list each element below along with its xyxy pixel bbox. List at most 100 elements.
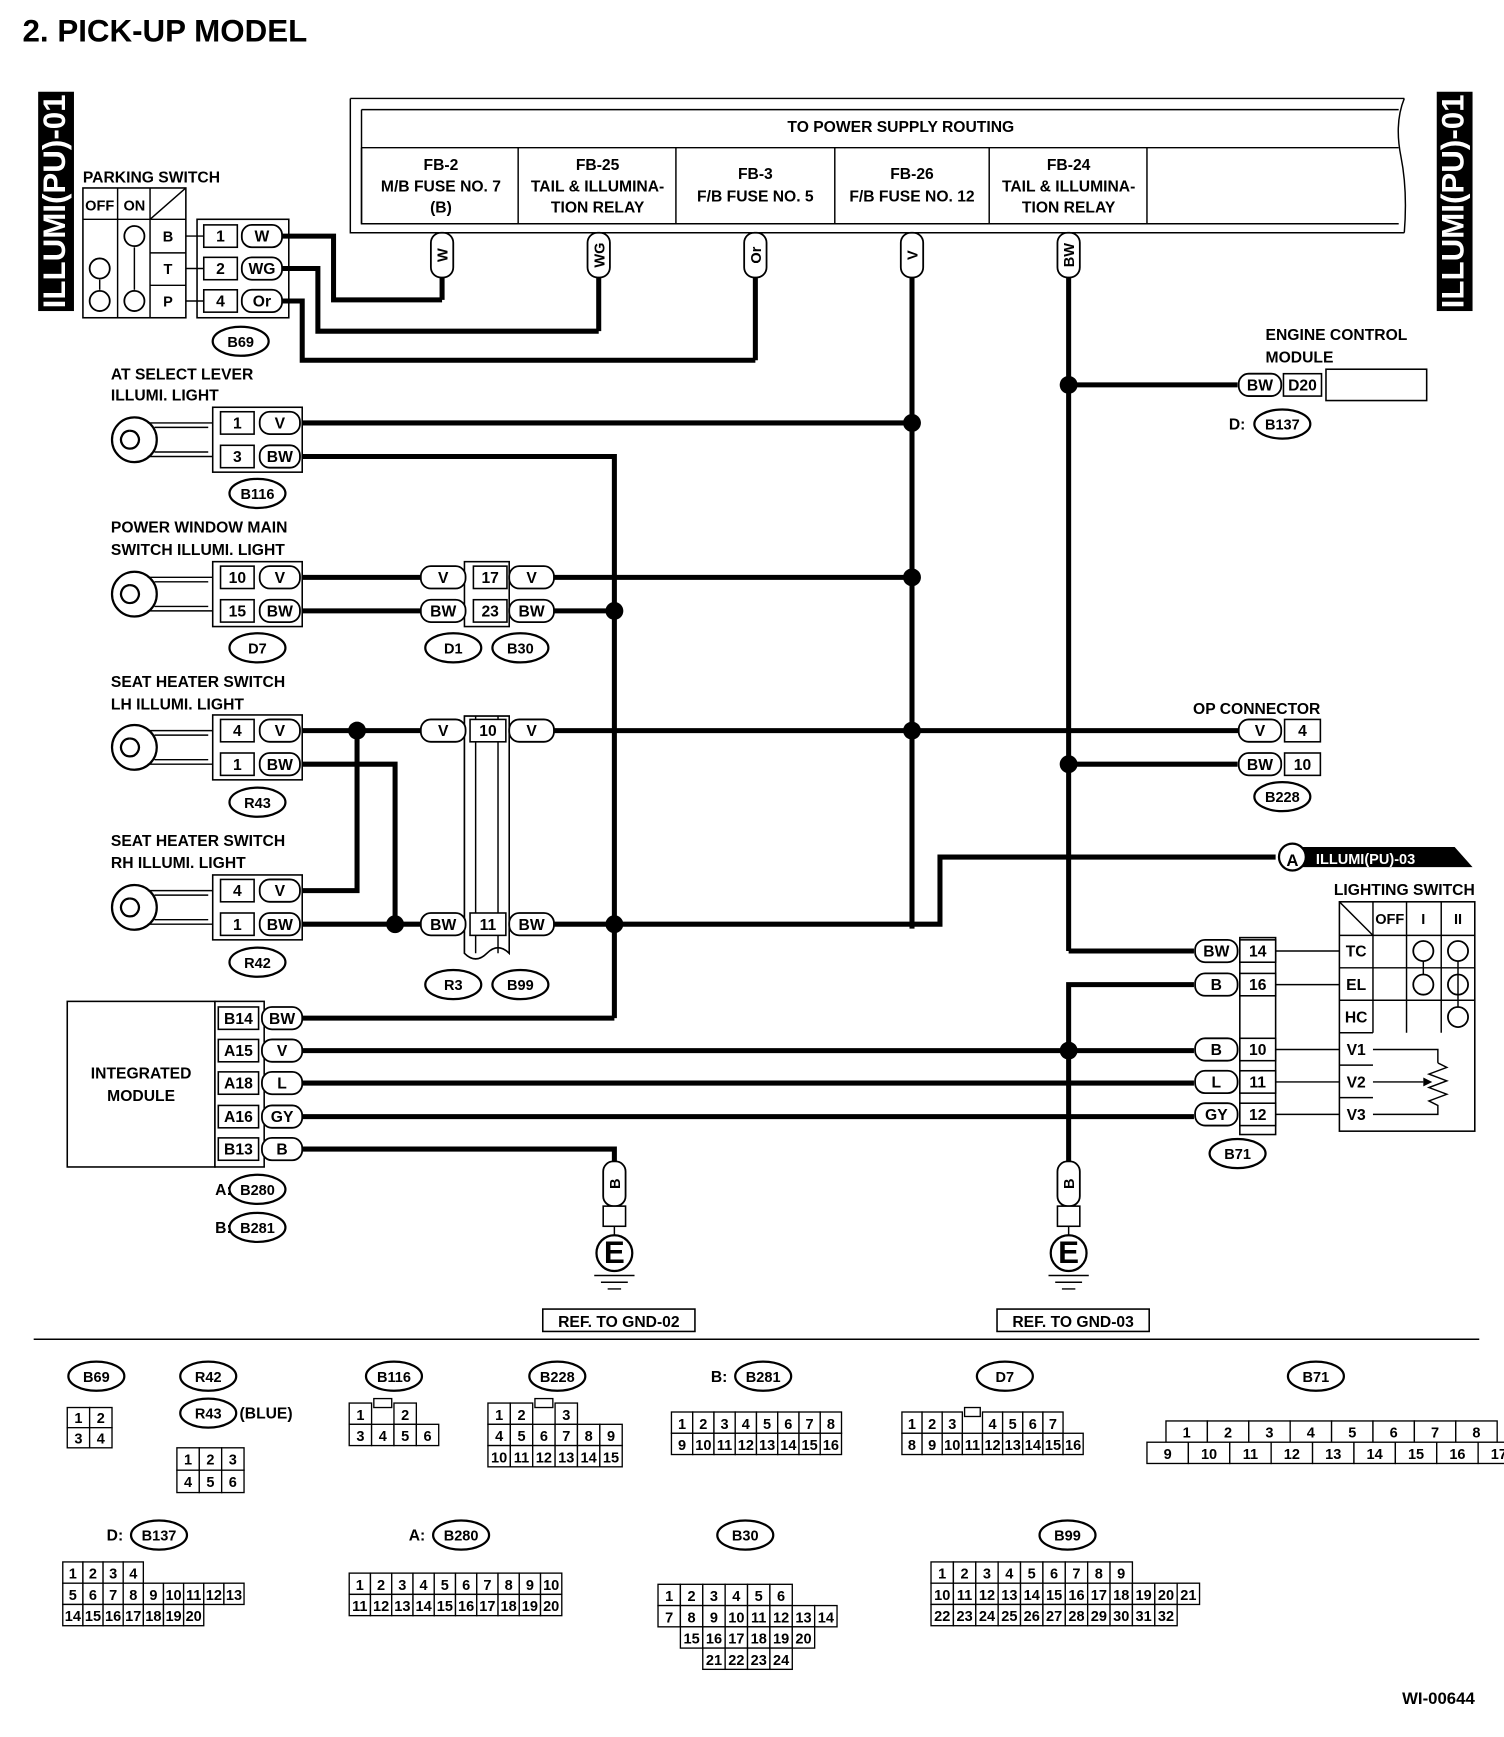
ground-symbol-icon xyxy=(594,1274,635,1290)
fuse-wire-label: Or xyxy=(749,246,765,263)
pin-number-cell xyxy=(1282,372,1323,397)
pin-number: 14 xyxy=(1249,944,1267,961)
face-b137-name-oval xyxy=(129,1519,189,1551)
face-pin: 9 xyxy=(149,1588,157,1604)
fuse-wire-label-box xyxy=(743,231,768,279)
wire-label: BW xyxy=(267,603,293,620)
wire-bw xyxy=(302,761,398,925)
ground-terminal xyxy=(1056,1205,1081,1228)
face-pin: 16 xyxy=(1449,1447,1465,1463)
psw-row-b: B xyxy=(163,230,174,246)
integrated-module-body xyxy=(66,1000,216,1168)
face-pin: 19 xyxy=(1136,1588,1152,1604)
face-pin: 1 xyxy=(908,1417,916,1433)
wire-label: V xyxy=(275,570,286,587)
face-cell xyxy=(220,1469,245,1494)
pin-number-cell xyxy=(217,1038,260,1063)
pin-number: 10 xyxy=(1294,757,1312,774)
face-pin: 3 xyxy=(356,1429,364,1445)
joint-wire-right-box xyxy=(508,565,555,590)
connector-b30: B30 xyxy=(507,641,534,657)
wire-label-box xyxy=(258,752,301,777)
face-pin: 19 xyxy=(522,1599,538,1615)
lsw-hdr-i: I xyxy=(1421,912,1425,928)
face-pin: 18 xyxy=(145,1609,161,1625)
face-pin: 7 xyxy=(806,1417,814,1433)
face-pin: 2 xyxy=(97,1411,105,1427)
face-pin: 3 xyxy=(562,1408,570,1424)
wire-label: B xyxy=(276,1142,287,1159)
face-pin: 16 xyxy=(105,1609,121,1625)
joint-wire-left: V xyxy=(438,723,449,740)
connector-b281-oval xyxy=(228,1211,287,1244)
pin-number-cell xyxy=(219,752,255,777)
connector-d1-oval xyxy=(424,632,483,664)
pin-number-cell xyxy=(219,410,255,435)
seat-rh-title-1: SEAT HEATER SWITCH xyxy=(111,833,285,850)
face-pin: 6 xyxy=(462,1578,470,1594)
face-pin: 12 xyxy=(1284,1447,1300,1463)
face-pin: 22 xyxy=(934,1609,950,1625)
face-b99-name-oval xyxy=(1038,1519,1097,1551)
power-supply-header: TO POWER SUPPLY ROUTING xyxy=(787,119,1014,136)
ref-a-label: ILLUMI(PU)-03 xyxy=(1316,852,1415,868)
page-title: 2. PICK-UP MODEL xyxy=(23,13,308,48)
wire-label: GY xyxy=(271,1109,294,1126)
wire-label: L xyxy=(1212,1075,1222,1092)
ground-ref-label: REF. TO GND-02 xyxy=(558,1314,680,1331)
joint-wire-right: V xyxy=(526,723,537,740)
face-cell xyxy=(819,1432,843,1456)
pw-title-2: SWITCH ILLUMI. LIGHT xyxy=(111,542,285,559)
face-pin: 1 xyxy=(184,1453,192,1469)
lamp-lead xyxy=(154,581,209,608)
wire-label: BW xyxy=(267,449,293,466)
wire-label: GY xyxy=(1205,1107,1228,1124)
lsw-hdr-off: OFF xyxy=(1375,912,1404,928)
face-pin: 19 xyxy=(773,1632,789,1648)
joint-wire-right: V xyxy=(526,570,537,587)
face-pin: 1 xyxy=(356,1408,364,1424)
joint-wire-left: BW xyxy=(430,603,456,620)
face-pin: 17 xyxy=(1491,1447,1504,1463)
seat-lh-title-1: SEAT HEATER SWITCH xyxy=(111,674,285,691)
connector-d7: D7 xyxy=(248,641,267,657)
ecm-body xyxy=(1325,368,1428,402)
joint-wire-left-box xyxy=(419,912,467,937)
face-pin: 6 xyxy=(89,1588,97,1604)
switch-contact-icon xyxy=(123,290,146,312)
connector-r42-oval xyxy=(228,946,287,978)
connector-r42: R42 xyxy=(244,956,271,972)
face-pin: 21 xyxy=(706,1653,722,1669)
pin-number: B13 xyxy=(224,1142,253,1159)
face-b228-name: B228 xyxy=(540,1370,575,1386)
joint-wire-right-box xyxy=(508,598,555,623)
pin-number: 15 xyxy=(229,603,247,620)
joint-wire-right-box xyxy=(508,718,555,743)
face-pin: 9 xyxy=(607,1429,615,1445)
pin-number: 3 xyxy=(233,449,242,466)
ground-letter: E xyxy=(604,1235,625,1270)
pin-number-cell xyxy=(217,1104,260,1129)
face-pin: 20 xyxy=(1158,1588,1174,1604)
joint-wire-left: V xyxy=(438,570,449,587)
face-pin: 10 xyxy=(491,1450,507,1466)
lsw-diag xyxy=(1338,901,1374,936)
wire-label-box xyxy=(258,912,301,937)
face-cell xyxy=(539,1593,563,1617)
fuse-id: FB-26 xyxy=(890,166,934,183)
psw-diag xyxy=(149,187,187,220)
junction-dot xyxy=(605,915,624,934)
face-pin: 9 xyxy=(678,1438,686,1454)
connector-b228-oval xyxy=(1253,780,1312,813)
fuse-wire-label-box xyxy=(899,231,925,279)
joint-wire-left-box xyxy=(419,598,467,623)
pin-number: 12 xyxy=(1249,1107,1267,1124)
joint-pin-cell xyxy=(472,565,508,590)
face-pin: 4 xyxy=(97,1431,105,1447)
pin-number-cell xyxy=(202,256,239,281)
pin-number: 10 xyxy=(229,570,247,587)
wire-label: BW xyxy=(267,757,293,774)
face-pin: 3 xyxy=(229,1453,237,1469)
junction-dot xyxy=(903,413,921,432)
seat-rh-title-2: RH ILLUMI. LIGHT xyxy=(111,855,246,872)
